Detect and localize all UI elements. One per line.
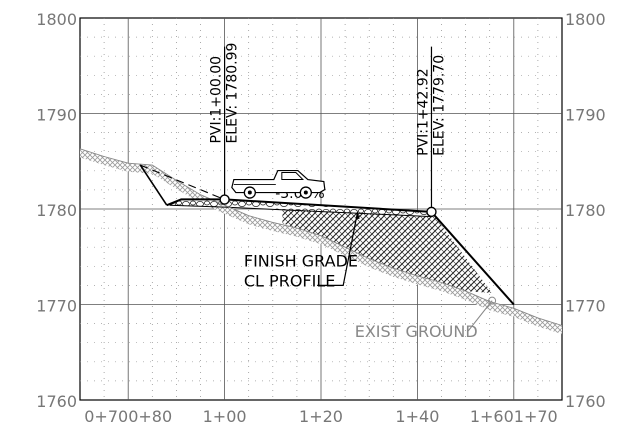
y-tick-label-left: 1790 — [36, 106, 77, 125]
pvi-marker — [426, 206, 437, 218]
finish-grade-leader — [317, 211, 359, 286]
y-tick-label-left: 1760 — [36, 392, 77, 411]
pvi-station-label: PVI:1+42.92 — [415, 68, 431, 156]
y-tick-label-right: 1770 — [565, 297, 606, 316]
y-tick-label-left: 1770 — [36, 297, 77, 316]
exist-ground-leader-end — [488, 296, 497, 305]
x-tick-label: 1+00 — [203, 407, 247, 426]
truck-body — [231, 169, 326, 194]
truck-hub — [247, 190, 252, 195]
left-approach-line — [139, 164, 168, 206]
finish-grade-label: CL PROFILE — [244, 271, 335, 290]
y-tick-label-left: 1800 — [36, 10, 77, 29]
pvi-elevation-label: ELEV: 1779.70 — [431, 55, 447, 156]
y-tick-label-right: 1800 — [565, 10, 606, 29]
y-tick-label-right: 1760 — [565, 392, 606, 411]
pvi-marker — [219, 194, 230, 205]
finish-grade-arrow — [355, 211, 360, 219]
existing-ground-line — [79, 148, 563, 326]
y-tick-label-right: 1780 — [565, 201, 606, 220]
axis-ticks: 1800 1800 1790 1790 1780 1780 1770 1770 1760 1760… — [36, 10, 605, 426]
exist-ground-label: EXIST GROUND — [355, 322, 478, 341]
y-tick-label-right: 1790 — [565, 106, 606, 125]
truck-illustration — [231, 169, 326, 199]
x-tick-label: 0+700+80 — [84, 407, 172, 426]
finish-grade-label: FINISH GRADE — [244, 251, 358, 270]
cut-fill-hatch — [282, 205, 493, 293]
x-tick-label: 1+20 — [299, 407, 343, 426]
y-tick-label-left: 1780 — [36, 201, 77, 220]
x-tick-label: 1+40 — [395, 407, 439, 426]
exist-ground-leader — [467, 300, 493, 332]
pvi-elevation-label: ELEV: 1780.99 — [225, 43, 241, 144]
truck-window — [281, 172, 305, 181]
x-tick-label: 1+601+70 — [470, 407, 558, 426]
truck-icon — [231, 169, 326, 199]
grade-tangent-dashed — [140, 164, 225, 201]
pvi-station-label: PVI:1+00.00 — [209, 56, 225, 144]
truck-hub — [303, 190, 308, 195]
